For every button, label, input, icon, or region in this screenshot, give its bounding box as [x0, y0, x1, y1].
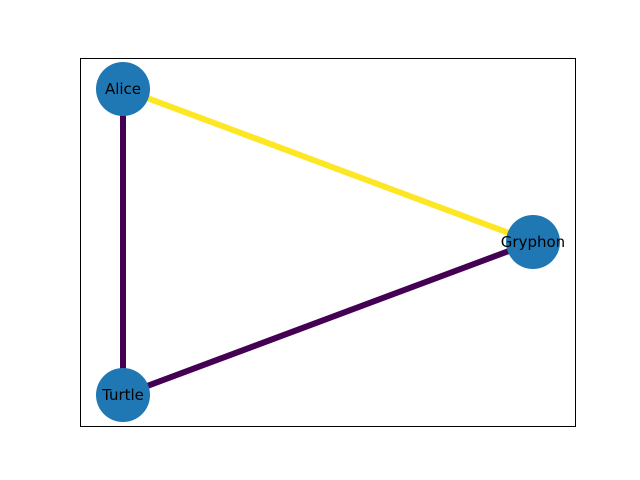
node-circle-turtle [96, 368, 150, 422]
node-circle-gryphon [506, 215, 560, 269]
plot-frame [80, 58, 576, 427]
node-gryphon: Gryphon [501, 215, 565, 269]
edges-layer [120, 86, 535, 398]
edge-alice-gryphon [121, 86, 535, 245]
node-label-turtle: Turtle [101, 386, 144, 404]
node-alice: Alice [96, 62, 150, 116]
node-label-gryphon: Gryphon [501, 233, 565, 251]
node-label-alice: Alice [105, 80, 141, 98]
node-turtle: Turtle [96, 368, 150, 422]
edge-turtle-gryphon [121, 239, 535, 398]
node-circle-alice [96, 62, 150, 116]
